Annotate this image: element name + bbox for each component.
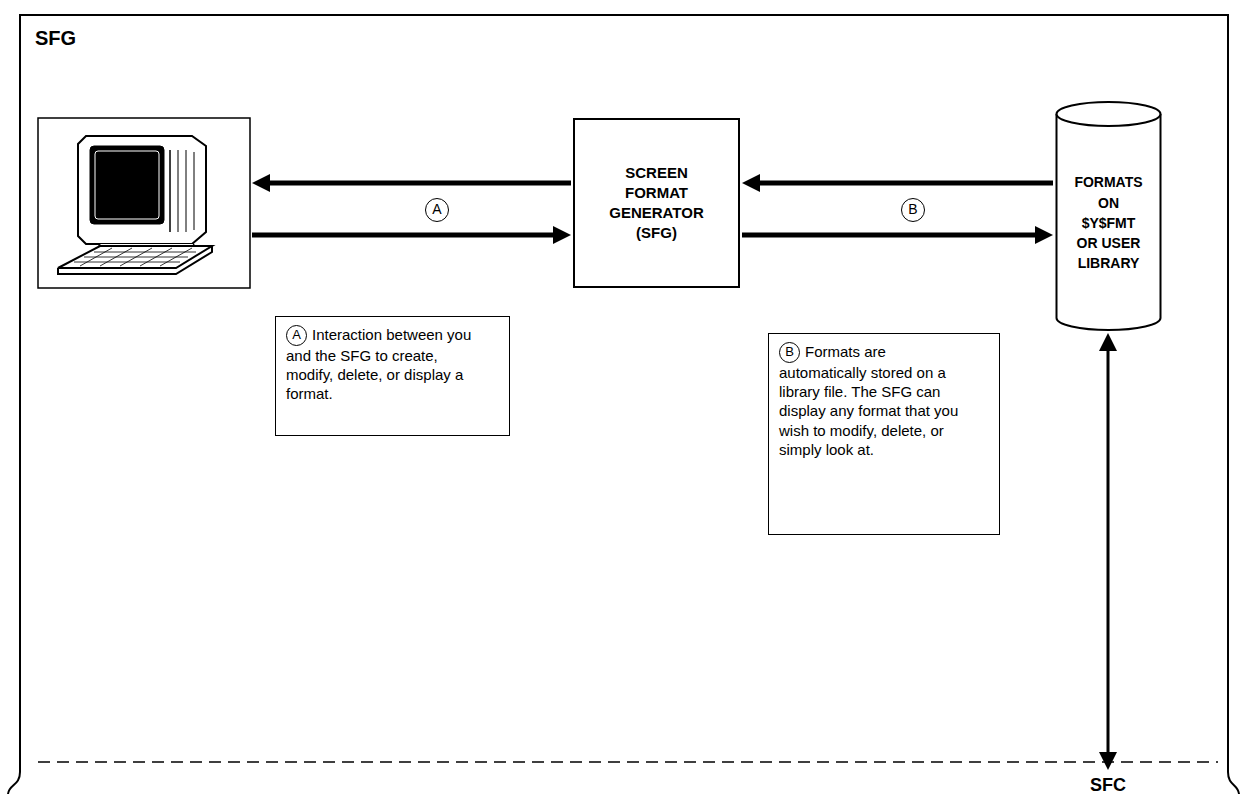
screen-bezel xyxy=(95,151,159,219)
break-mark xyxy=(1228,772,1239,794)
key-col xyxy=(160,248,192,266)
dashed-divider xyxy=(38,761,1218,763)
flow-arrow xyxy=(742,233,1037,238)
keyboard-keys xyxy=(74,248,196,266)
key-col xyxy=(100,248,132,266)
note-text: Formats are automatically stored on a li… xyxy=(779,343,958,458)
key-col xyxy=(140,248,172,266)
frame-line xyxy=(20,15,1228,772)
keyboard-edge xyxy=(58,246,212,274)
connector-layer xyxy=(742,183,1053,235)
terminal-box xyxy=(38,118,250,288)
key-col xyxy=(80,248,112,266)
callout-letter: A xyxy=(286,325,307,346)
monitor-shell xyxy=(78,136,206,244)
cylinder-body xyxy=(1057,114,1161,330)
flow-arrow xyxy=(758,181,1053,186)
note-text: Interaction between you and the SFG to c… xyxy=(286,326,471,402)
monitor-side xyxy=(178,150,179,232)
cylinder-label: FORMATS ON $Y$FMT OR USER LIBRARY xyxy=(1072,172,1146,273)
monitor-screen xyxy=(90,146,164,224)
target-label: SFC xyxy=(1090,775,1126,796)
box-label: SCREEN FORMAT GENERATOR (SFG) xyxy=(604,163,710,244)
break-mark xyxy=(8,772,20,794)
note-box: BFormats are automatically stored on a l… xyxy=(768,333,1000,535)
frame-title: SFG xyxy=(35,27,76,50)
monitor-side xyxy=(186,150,187,232)
flow-arrow xyxy=(268,181,571,186)
frame-region: SCREEN FORMAT GENERATOR (SFG) FORMATS ON … xyxy=(20,15,1228,760)
cylinder-top xyxy=(1057,102,1161,126)
library-cylinder: FORMATS ON $Y$FMT OR USER LIBRARY xyxy=(1055,100,1162,332)
monitor-side xyxy=(169,150,171,232)
monitor-side xyxy=(194,152,195,230)
process-box: SCREEN FORMAT GENERATOR (SFG) xyxy=(573,118,740,288)
terminal-illustration xyxy=(38,118,250,288)
keyboard xyxy=(58,246,212,268)
sfc-arrow xyxy=(1107,349,1110,754)
callout-letter: B xyxy=(779,342,800,363)
callout-letter: A xyxy=(425,198,449,222)
outer-frame xyxy=(8,15,1239,794)
note-box: AInteraction between you and the SFG to … xyxy=(275,316,510,436)
key-col xyxy=(120,248,152,266)
terminal-arrows xyxy=(252,183,571,235)
flow-arrow xyxy=(252,233,555,238)
callout-letter: B xyxy=(901,198,925,222)
flow-arrow xyxy=(1107,349,1110,754)
